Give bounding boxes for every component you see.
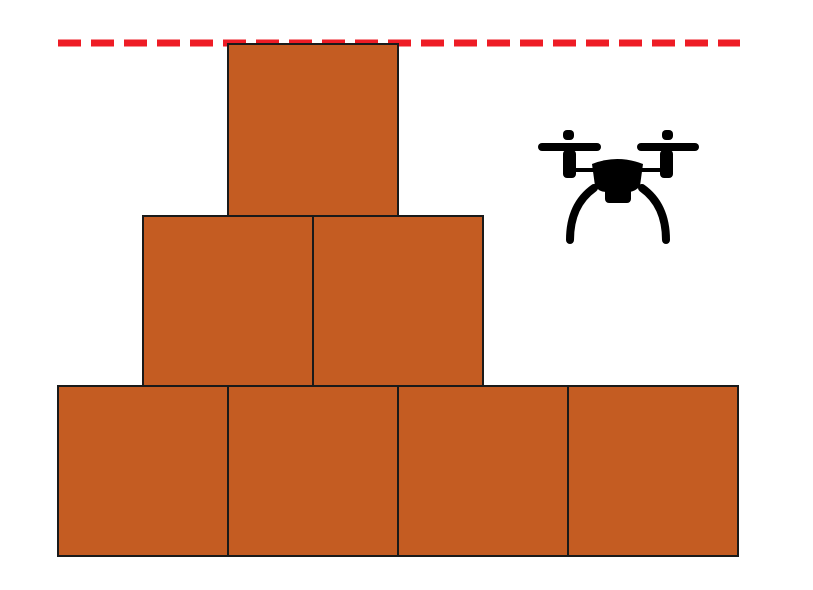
box-row-middle <box>142 215 484 387</box>
box <box>312 215 484 387</box>
box <box>397 385 569 557</box>
box <box>227 43 399 217</box>
box <box>142 215 314 387</box>
box-row-top <box>227 43 399 217</box>
drone-icon <box>538 130 699 244</box>
box <box>57 385 229 557</box>
box <box>227 385 399 557</box>
box <box>567 385 739 557</box>
box-row-bottom <box>57 385 739 557</box>
